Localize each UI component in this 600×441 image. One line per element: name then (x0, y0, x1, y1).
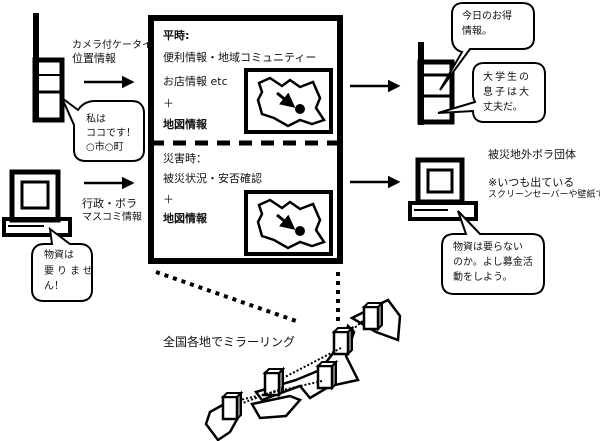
pc-note-line1: ※いつも出ている (488, 176, 575, 189)
server-icon (331, 325, 355, 357)
disaster-time-line3: 地図情報 (163, 212, 207, 225)
right-pc-bubble-line2: のか。よし募金活 (453, 257, 533, 268)
server-links (239, 319, 365, 405)
right-pc-bubble-line1: 物資は要らない (453, 242, 523, 253)
mobile-phone-icon-right (417, 42, 455, 125)
desktop-computer-icon-left (2, 169, 72, 237)
left-phone-bubble-line3: ○市○町 (86, 142, 124, 153)
mirroring-label: 全国各地でミラーリング (163, 335, 296, 349)
map-with-arrow-icon (244, 68, 333, 134)
normal-time-heading: 平時: (163, 29, 190, 42)
dotted-connector (155, 270, 297, 323)
disaster-time-line1: 被災状況・安否確認 (163, 172, 262, 185)
right-top-bubble-line1: 今日のお得 (462, 11, 512, 22)
normal-time-line3: ＋ (163, 97, 174, 110)
right-top-bubble-line2: 情報。 (462, 26, 492, 37)
left-pc-bubble-line1: 物資は (44, 250, 74, 261)
mobile-phone-icon-left (32, 13, 65, 123)
left-phone-bubble-line2: ココです！ (86, 128, 136, 139)
left-pc-bubble-line2: 要りませ (44, 266, 96, 277)
speech-bubble-right-pc (441, 210, 545, 295)
speech-bubble-right-phone-bottom (437, 62, 546, 123)
phone-caption-line2: 位置情報 (72, 52, 116, 65)
normal-time-line2: お店情報 etc (163, 75, 228, 88)
right-bottom-bubble-line3: 丈夫だ。 (483, 102, 523, 113)
server-icon (315, 359, 339, 391)
phone-caption-line1: カメラ付ケータイ (72, 40, 152, 51)
normal-time-line1: 便利情報・地域コミュニティー (163, 51, 317, 64)
speech-bubble-left-pc (31, 226, 93, 302)
speech-bubble-left-phone (59, 94, 145, 162)
left-phone-bubble-line1: 私は (86, 114, 106, 125)
left-pc-bubble-line3: ん！ (44, 281, 64, 292)
speech-bubble-right-phone-top (439, 1, 535, 91)
pc-note-line2: スクリーンセーバーや壁紙で。 (488, 190, 600, 200)
server-icon (220, 390, 244, 422)
desktop-computer-icon-right (408, 157, 478, 221)
right-bottom-bubble-line1: 大学生の (483, 72, 531, 83)
outside-volunteer-caption: 被災地外ボラ団体 (488, 148, 576, 161)
disaster-time-heading: 災害時： (163, 152, 207, 165)
pc-caption-line2: マスコミ情報 (82, 212, 142, 223)
right-pc-bubble-line3: 動をしよう。 (453, 272, 513, 283)
right-bottom-bubble-line2: 息子は大 (483, 87, 531, 98)
normal-time-line4: 地図情報 (163, 118, 207, 131)
server-icon (361, 300, 385, 332)
map-with-arrow-icon (244, 190, 333, 256)
disaster-time-line2: ＋ (163, 193, 174, 206)
pc-caption-line1: 行政・ボラ (82, 197, 137, 210)
